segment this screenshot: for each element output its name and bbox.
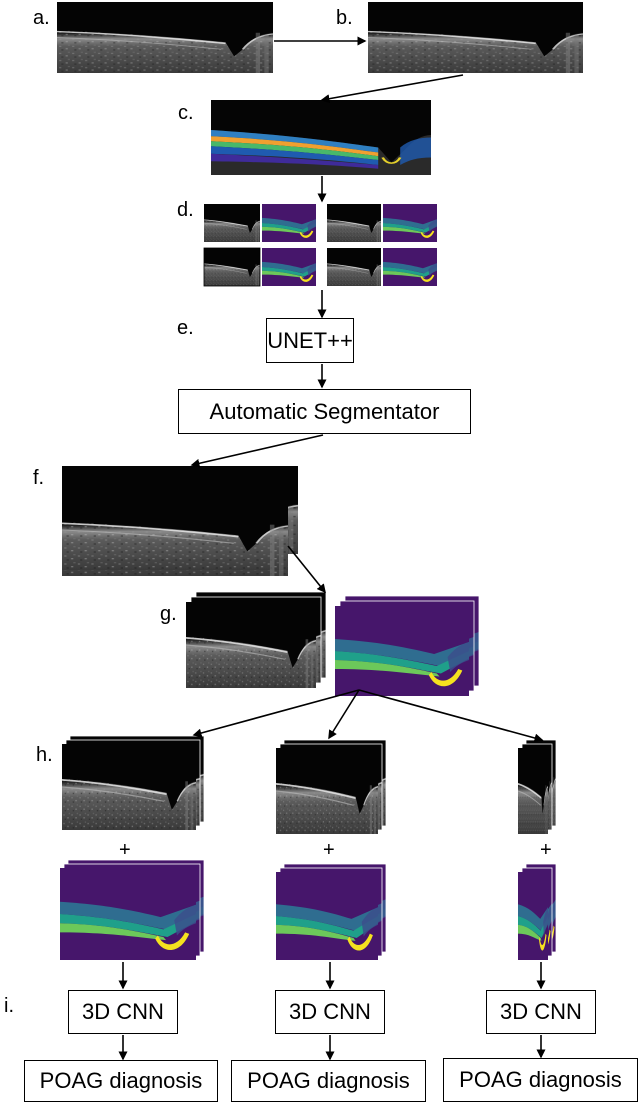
training-mask-d1 — [262, 204, 316, 242]
seg-volume-h1-layer-3 — [60, 868, 196, 960]
step-label-h: h. — [36, 744, 53, 766]
step-label-e: e. — [177, 317, 194, 339]
step-label-b: b. — [336, 7, 353, 29]
step-label-d: d. — [177, 199, 194, 221]
seg-volume-h2-layer-3 — [276, 872, 378, 960]
training-scan-d1 — [203, 203, 261, 243]
poag-diagnosis-box-3: POAG diagnosis — [443, 1058, 638, 1102]
plus-sign-1: + — [119, 839, 131, 861]
arrow-g-to-h2 — [328, 689, 360, 740]
seg-volume-g-layer-3 — [335, 606, 469, 696]
step-label-g: g. — [160, 603, 177, 625]
step-label-c: c. — [178, 102, 194, 124]
oct-scan-b — [366, 0, 585, 75]
arrow-f-to-g — [287, 545, 326, 594]
poag-diagnosis-box-2: POAG diagnosis — [231, 1060, 426, 1102]
poag-diagnosis-box-1: POAG diagnosis — [24, 1060, 218, 1102]
seg-volume-h3-layer-3 — [518, 872, 548, 960]
arrow-segmentator-to-f — [190, 434, 324, 468]
oct-volume-h2-layer-3 — [275, 747, 379, 835]
arrow-b-to-c — [320, 74, 464, 104]
arrow-g-to-h3 — [358, 689, 544, 743]
oct-volume-f-front — [60, 488, 290, 572]
step-label-a: a. — [33, 7, 50, 29]
plus-sign-3: + — [540, 839, 552, 861]
cnn-box-3: 3D CNN — [486, 990, 596, 1034]
unetpp-box: UNET++ — [266, 318, 354, 363]
training-mask-d2 — [383, 204, 437, 242]
training-mask-d3 — [262, 248, 316, 286]
step-label-i: i. — [4, 995, 14, 1017]
training-scan-d3 — [203, 247, 261, 287]
training-scan-d2 — [326, 203, 382, 243]
cnn-box-1: 3D CNN — [68, 990, 178, 1034]
oct-scan-a — [55, 0, 275, 75]
arrow-g-to-h1 — [192, 689, 360, 738]
oct-volume-h1-layer-3 — [61, 743, 197, 831]
cnn-box-2: 3D CNN — [275, 990, 385, 1034]
annotated-scan-c — [209, 98, 433, 177]
automatic-segmentator-box: Automatic Segmentator — [178, 389, 471, 434]
training-scan-d3-border — [203, 247, 261, 287]
step-label-f: f. — [33, 467, 45, 489]
training-scan-d4 — [326, 247, 382, 287]
plus-sign-2: + — [323, 839, 335, 861]
oct-volume-g-layer-3 — [185, 601, 317, 689]
oct-volume-h3-layer-3 — [517, 747, 549, 835]
training-mask-d4 — [383, 248, 437, 286]
